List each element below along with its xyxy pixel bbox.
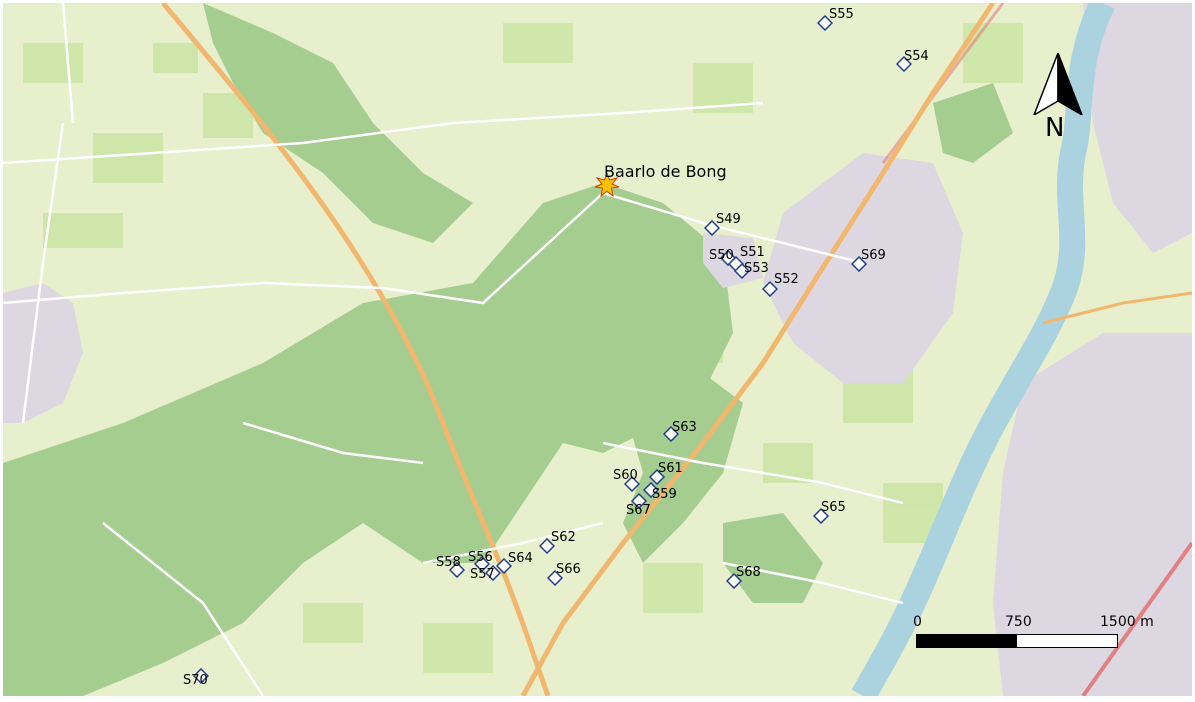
site-marker-s64[interactable] <box>496 558 512 574</box>
site-marker-s67[interactable] <box>631 493 647 509</box>
site-label-s53: S53 <box>744 261 769 276</box>
site-marker-s53[interactable] <box>734 263 750 279</box>
scale-bar <box>916 634 1118 648</box>
place-label-baarlo-de-bong: Baarlo de Bong <box>604 162 727 181</box>
site-marker-s65[interactable] <box>813 508 829 524</box>
site-marker-s62[interactable] <box>539 538 555 554</box>
site-marker-s56[interactable] <box>474 556 490 572</box>
site-marker-s55[interactable] <box>817 15 833 31</box>
site-label-s58: S58 <box>436 555 461 570</box>
scale-label-750: 750 <box>1005 614 1032 630</box>
site-marker-s60[interactable] <box>624 476 640 492</box>
site-marker-s52[interactable] <box>762 281 778 297</box>
site-marker-s61[interactable] <box>649 469 665 485</box>
site-label-s61: S61 <box>658 461 683 476</box>
site-marker-s59[interactable] <box>643 482 659 498</box>
north-arrow-icon <box>1033 53 1083 115</box>
site-marker-s49[interactable] <box>704 220 720 236</box>
site-marker-s69[interactable] <box>851 256 867 272</box>
site-marker-s58[interactable] <box>449 562 465 578</box>
site-marker-s66[interactable] <box>547 570 563 586</box>
site-label-s67: S67 <box>626 503 651 518</box>
baarlo-de-bong-star-icon[interactable] <box>595 173 619 197</box>
site-label-s64: S64 <box>508 551 533 566</box>
scale-bar-black-segment <box>917 635 1017 647</box>
site-label-s49: S49 <box>716 212 741 227</box>
site-label-s57: S57 <box>470 567 495 582</box>
site-label-s56: S56 <box>468 550 493 565</box>
site-label-s63: S63 <box>672 420 697 435</box>
site-label-s60: S60 <box>613 468 638 483</box>
site-label-s52: S52 <box>774 272 799 287</box>
site-label-s51: S51 <box>740 245 765 260</box>
basemap <box>3 3 1192 696</box>
site-marker-s70[interactable] <box>193 668 209 684</box>
site-label-s55: S55 <box>829 7 854 22</box>
site-marker-s57[interactable] <box>485 565 501 581</box>
site-label-s50: S50 <box>709 248 734 263</box>
site-label-s62: S62 <box>551 530 576 545</box>
north-label: N <box>1045 113 1065 143</box>
site-label-s68: S68 <box>736 565 761 580</box>
site-label-s66: S66 <box>556 562 581 577</box>
site-label-s65: S65 <box>821 500 846 515</box>
site-label-s59: S59 <box>652 487 677 502</box>
site-marker-s54[interactable] <box>896 56 912 72</box>
site-label-s70: S70 <box>183 673 208 688</box>
site-marker-s68[interactable] <box>726 573 742 589</box>
site-marker-s63[interactable] <box>663 426 679 442</box>
scale-label-1500: 1500 m <box>1100 614 1154 630</box>
scale-label-0: 0 <box>913 614 922 630</box>
site-label-s69: S69 <box>861 248 886 263</box>
site-label-s54: S54 <box>904 49 929 64</box>
